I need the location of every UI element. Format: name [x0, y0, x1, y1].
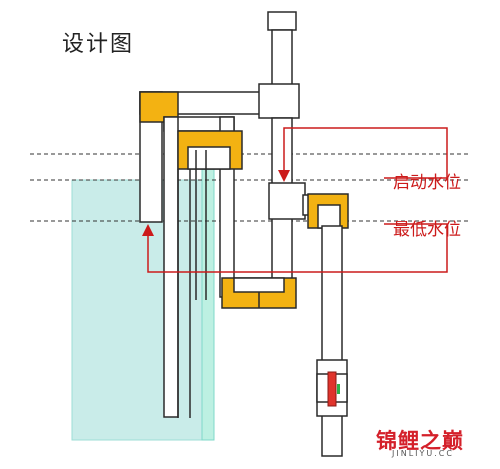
- watermark-subtext: JINLIYU.CC: [392, 449, 454, 458]
- upper-tee: [258, 83, 300, 119]
- watermark-text: 锦鲤之巅: [376, 429, 464, 453]
- diagram-title: 设计图: [62, 32, 135, 57]
- intake-tubes: [177, 150, 207, 418]
- min-water-level-label: 最低水位: [393, 220, 461, 240]
- watermark-logo: 锦鲤之巅 JINLIYU.CC: [376, 425, 494, 461]
- outlet-pipe: [321, 225, 343, 457]
- aquarium-tank: [71, 149, 215, 441]
- lower-tee: [268, 182, 306, 220]
- inner-siphon-pipe: [163, 116, 235, 418]
- start-level-annotation: [278, 127, 448, 182]
- valve-icon: [316, 359, 348, 417]
- bottom-u-bend: [221, 277, 297, 309]
- start-water-level-label: 启动水位: [393, 173, 461, 193]
- min-level-annotation: [142, 223, 448, 273]
